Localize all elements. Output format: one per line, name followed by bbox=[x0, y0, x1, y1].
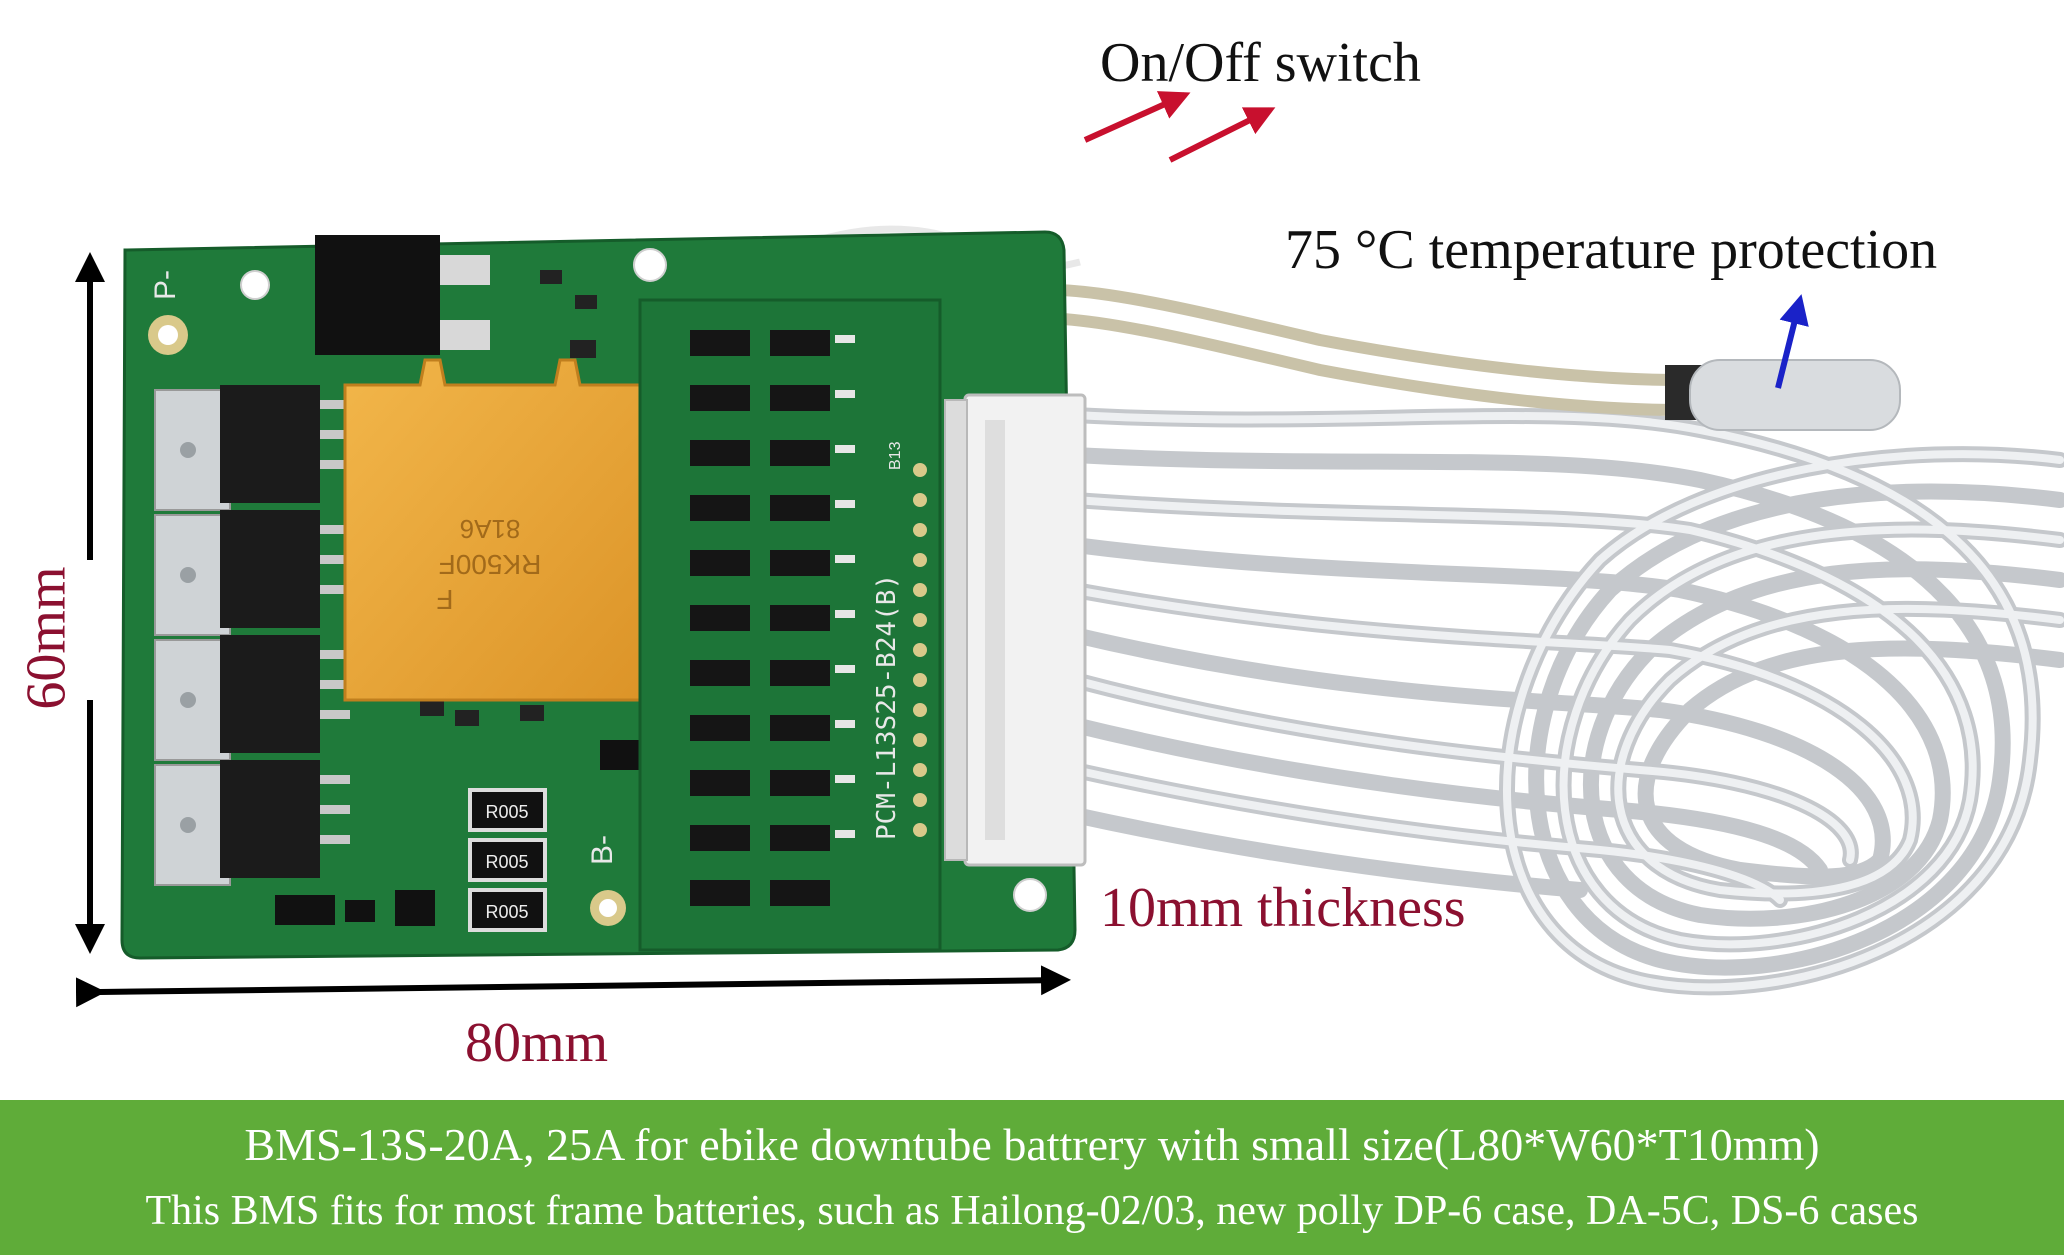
switch-label: On/Off switch bbox=[1100, 32, 1421, 94]
fuse-sub: 81A6 bbox=[460, 514, 521, 544]
board-markings: RK500F 81A6 F PCM-L13S25-B24(B) B13 P- B… bbox=[149, 270, 904, 922]
pin-top-print: B13 bbox=[887, 441, 904, 470]
switch-arrow-1 bbox=[1083, 91, 1191, 143]
caption-line-2: This BMS fits for most frame batteries, … bbox=[145, 1188, 1919, 1234]
width-label: 80mm bbox=[465, 1012, 609, 1074]
resistor-3-print: R005 bbox=[485, 902, 528, 922]
wire-bundle bbox=[1067, 407, 2064, 996]
resistor-2-print: R005 bbox=[485, 852, 528, 872]
fuse-letter: F bbox=[436, 584, 453, 615]
annotation-arrows bbox=[75, 91, 1809, 1008]
p-minus-print: P- bbox=[149, 270, 182, 300]
switch-arrow-2 bbox=[1168, 107, 1276, 163]
model-print: PCM-L13S25-B24(B) bbox=[872, 574, 902, 840]
temperature-arrow bbox=[1775, 294, 1809, 389]
resistor-1-print: R005 bbox=[485, 802, 528, 822]
thickness-label: 10mm thickness bbox=[1100, 877, 1466, 939]
b-minus-print: B- bbox=[586, 835, 619, 865]
wire-connector bbox=[944, 393, 1087, 867]
temperature-label: 75 °C temperature protection bbox=[1285, 219, 1938, 281]
height-label: 60mm bbox=[15, 566, 78, 710]
width-arrow bbox=[75, 965, 1071, 1008]
caption-line-1: BMS-13S-20A, 25A for ebike downtube batt… bbox=[244, 1119, 1820, 1170]
fuse-code: RK500F bbox=[439, 549, 542, 580]
caption-banner: BMS-13S-20A, 25A for ebike downtube batt… bbox=[0, 1100, 2064, 1255]
pcb-board bbox=[120, 230, 1077, 960]
